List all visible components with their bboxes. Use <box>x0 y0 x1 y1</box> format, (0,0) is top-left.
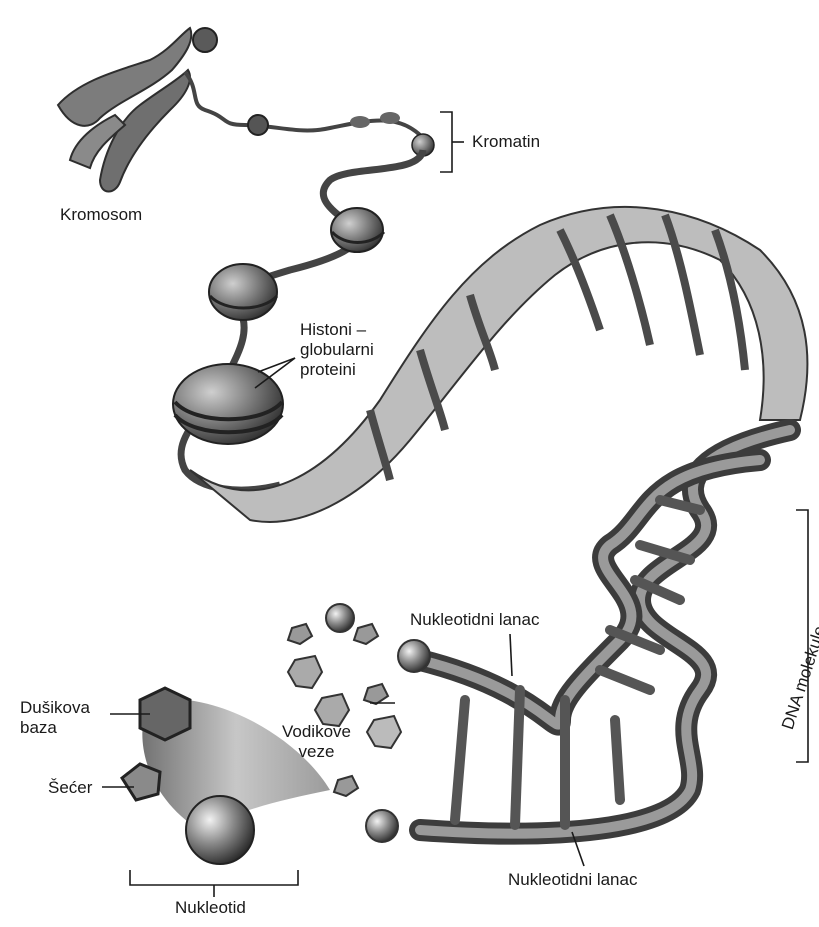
label-vodikove-line1: Vodikove <box>282 722 351 742</box>
label-nukleotidni-lanac-top: Nukleotidni lanac <box>410 610 539 630</box>
label-dusikova-line1: Dušikova <box>20 698 90 718</box>
label-nukleotid: Nukleotid <box>175 898 246 918</box>
label-histoni-line1: Histoni – <box>300 320 374 340</box>
base-pair-rungs <box>455 500 700 825</box>
nucleosome-medium <box>209 264 277 320</box>
label-dusikova-line2: baza <box>20 718 90 738</box>
label-histoni: Histoni – globularni proteini <box>300 320 374 380</box>
double-helix <box>420 430 790 834</box>
label-kromosom: Kromosom <box>60 205 142 225</box>
nucleosome-small <box>331 208 384 252</box>
label-vodikove-line2: veze <box>282 742 351 762</box>
label-kromatin: Kromatin <box>472 132 540 152</box>
label-histoni-line3: proteini <box>300 360 374 380</box>
label-dusikova-baza: Dušikova baza <box>20 698 90 738</box>
nucleosome-large <box>173 364 283 444</box>
label-secer: Šećer <box>48 778 92 798</box>
label-histoni-line2: globularni <box>300 340 374 360</box>
label-nukleotidni-lanac-bottom: Nukleotidni lanac <box>508 870 637 890</box>
label-vodikove-veze: Vodikove veze <box>282 722 351 762</box>
